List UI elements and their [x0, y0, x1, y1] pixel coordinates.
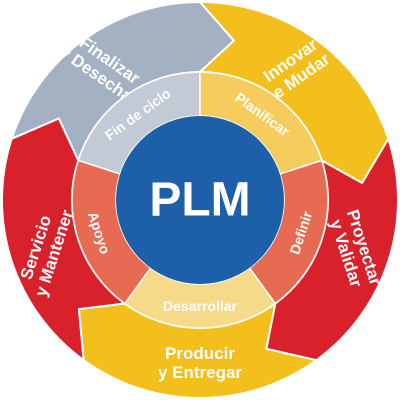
- outer-label-line: y Entregar: [158, 363, 242, 382]
- center-circle: [116, 116, 284, 284]
- center-hub: PLM: [116, 116, 284, 284]
- inner-label-desarrollar: Desarrollar: [163, 298, 237, 314]
- center-label: PLM: [149, 174, 250, 227]
- outer-label-line: Producir: [165, 344, 235, 363]
